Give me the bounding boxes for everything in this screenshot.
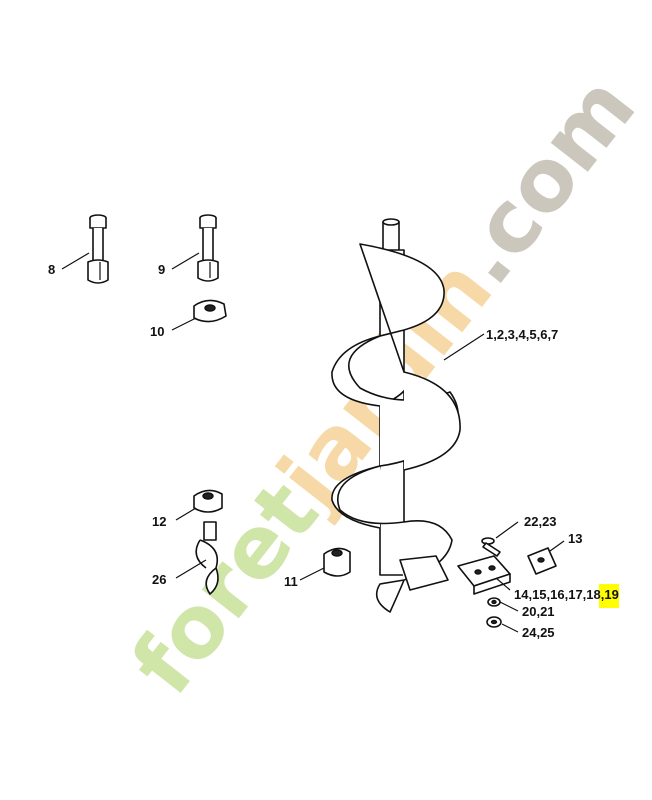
leader-24-25	[501, 623, 519, 633]
leader-22-23	[495, 521, 519, 539]
leader-12	[175, 507, 197, 521]
callout-20-21: 20,21	[522, 604, 555, 619]
leader-11	[299, 567, 325, 581]
part-9-adapter	[197, 214, 219, 282]
callout-11: 11	[284, 574, 298, 589]
leader-lines	[61, 252, 565, 633]
callout-10: 10	[150, 324, 164, 339]
part-8-adapter	[87, 214, 109, 284]
leader-14-19	[495, 577, 511, 591]
auger-flighting	[331, 218, 461, 613]
callout-14-19: 14,15,16,17,18,19	[514, 587, 619, 602]
watermark-part-foret: foret	[113, 464, 339, 713]
callout-18-highlighted: 18	[586, 587, 600, 602]
leader-26	[175, 559, 207, 579]
part-11-nut	[323, 547, 351, 577]
callout-12: 12	[152, 514, 166, 529]
leader-10	[171, 317, 197, 331]
leader-8	[61, 252, 90, 270]
leader-13	[549, 540, 565, 552]
leader-9	[171, 252, 200, 270]
part-12-nut	[193, 489, 223, 513]
part-10-nut	[193, 299, 227, 323]
callout-24-25: 24,25	[522, 625, 555, 640]
part-20-21-washer	[487, 597, 501, 607]
leader-1-7	[443, 333, 485, 361]
watermark-part-com: .com	[433, 58, 652, 303]
callout-14-19-prefix: 14,15,16,17,	[514, 587, 586, 602]
part-24-25-nut	[486, 616, 502, 628]
leader-20-21	[499, 601, 519, 612]
callout-13: 13	[568, 531, 582, 546]
callout-26: 26	[152, 572, 166, 587]
part-22-23-bolt	[481, 537, 501, 557]
callout-22-23: 22,23	[524, 514, 557, 529]
callout-9: 9	[158, 262, 165, 277]
callout-14-19-suffix: ,19	[601, 587, 619, 602]
callout-1-7: 1,2,3,4,5,6,7	[486, 327, 558, 342]
callout-8: 8	[48, 262, 55, 277]
part-14-19-blade	[457, 555, 511, 595]
highlight-box	[599, 584, 619, 608]
part-13-clip	[527, 547, 557, 575]
